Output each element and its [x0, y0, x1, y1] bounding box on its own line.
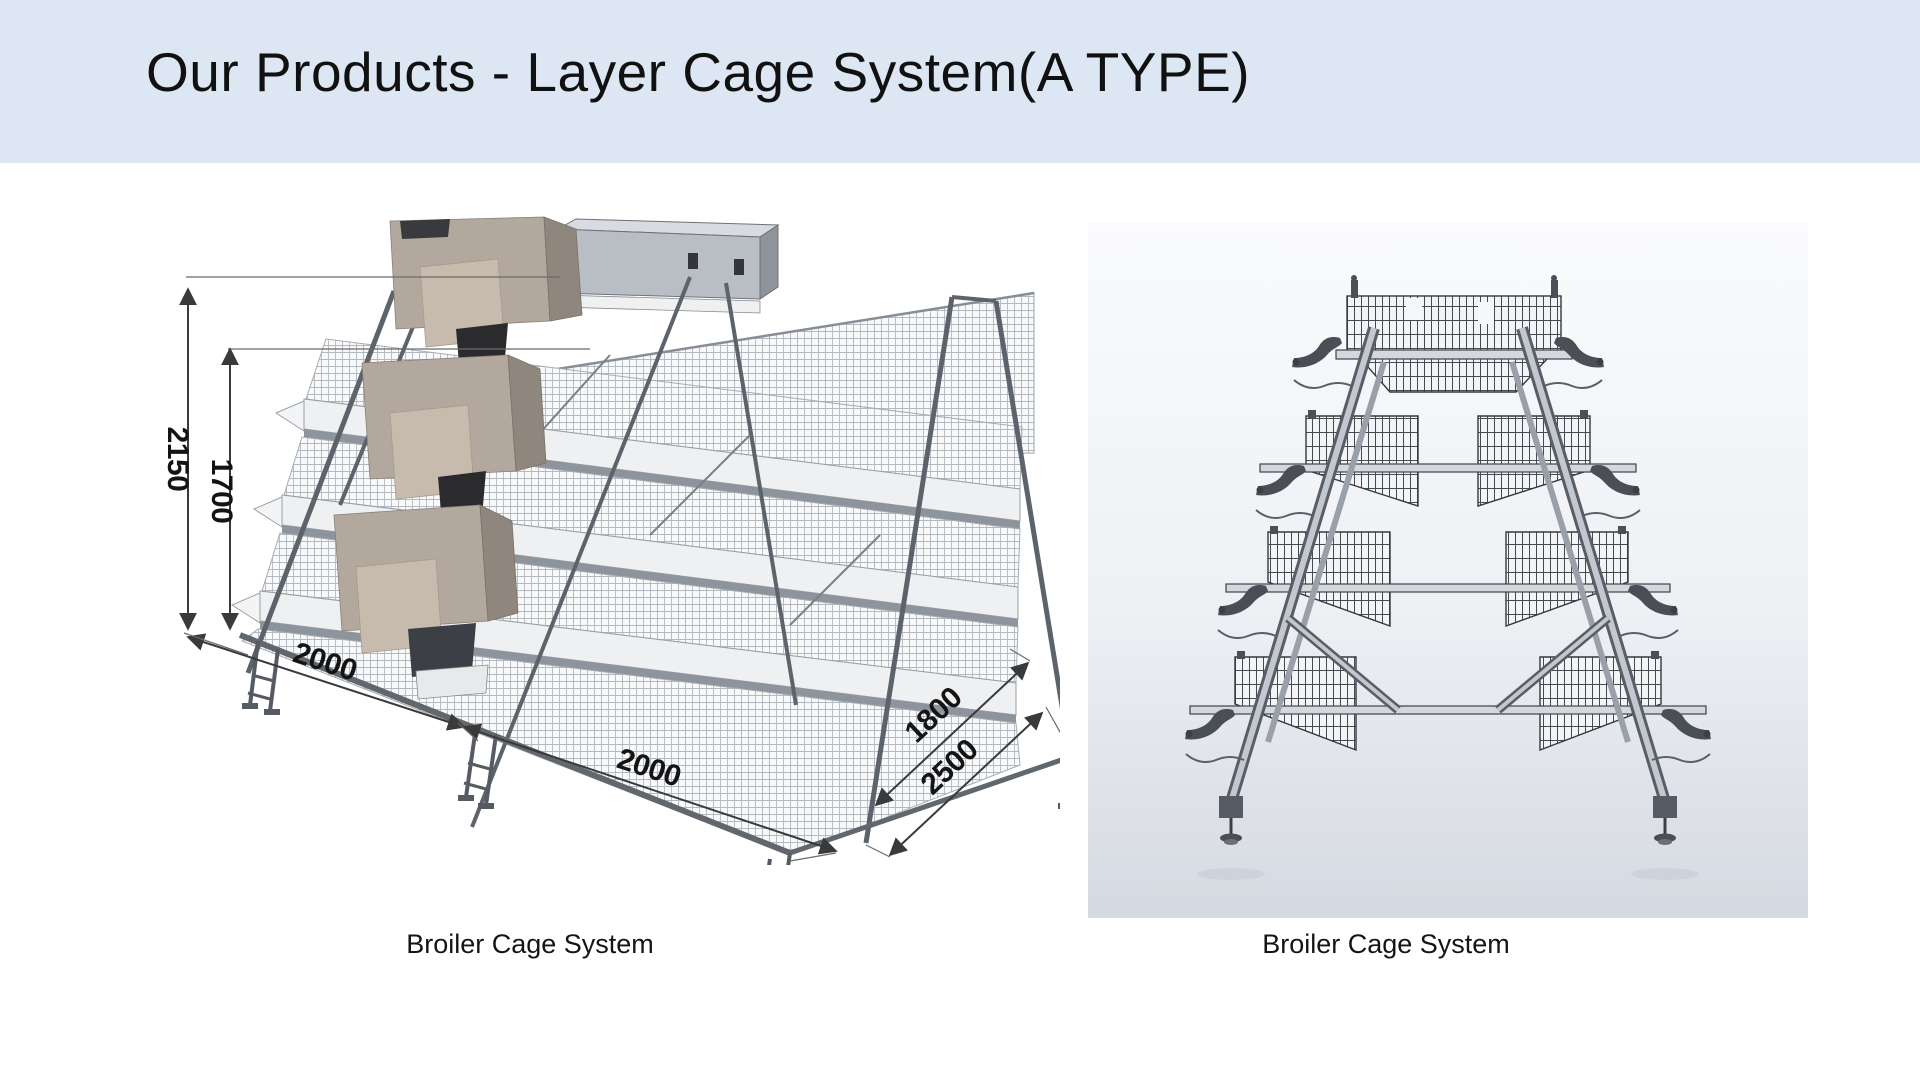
page-title: Our Products - Layer Cage System(A TYPE) — [146, 41, 1251, 103]
caption-right-figure: Broiler Cage System — [1262, 929, 1510, 959]
top-feed-box — [556, 218, 780, 314]
figure-front-view-cage — [1088, 222, 1808, 918]
figure-isometric-cage: 2150 1700 2000 2000 1800 2500 — [90, 205, 1060, 865]
front-view-cage-drawing — [1185, 275, 1711, 880]
caption-left-figure: Broiler Cage System — [406, 929, 654, 959]
foot-shadow-left — [1197, 868, 1265, 880]
dim-total-height: 2150 — [161, 427, 194, 492]
foot-shadow-right — [1631, 868, 1699, 880]
header-band: Our Products - Layer Cage System(A TYPE) — [0, 0, 1920, 163]
dim-cage-height: 1700 — [205, 459, 238, 524]
drinker-wires — [1185, 379, 1711, 763]
dimension-lines — [179, 276, 1060, 862]
tie-bars — [1189, 349, 1707, 715]
isometric-cage-drawing: 2150 1700 2000 2000 1800 2500 — [161, 216, 1060, 865]
a-frame-legs — [1217, 326, 1679, 847]
